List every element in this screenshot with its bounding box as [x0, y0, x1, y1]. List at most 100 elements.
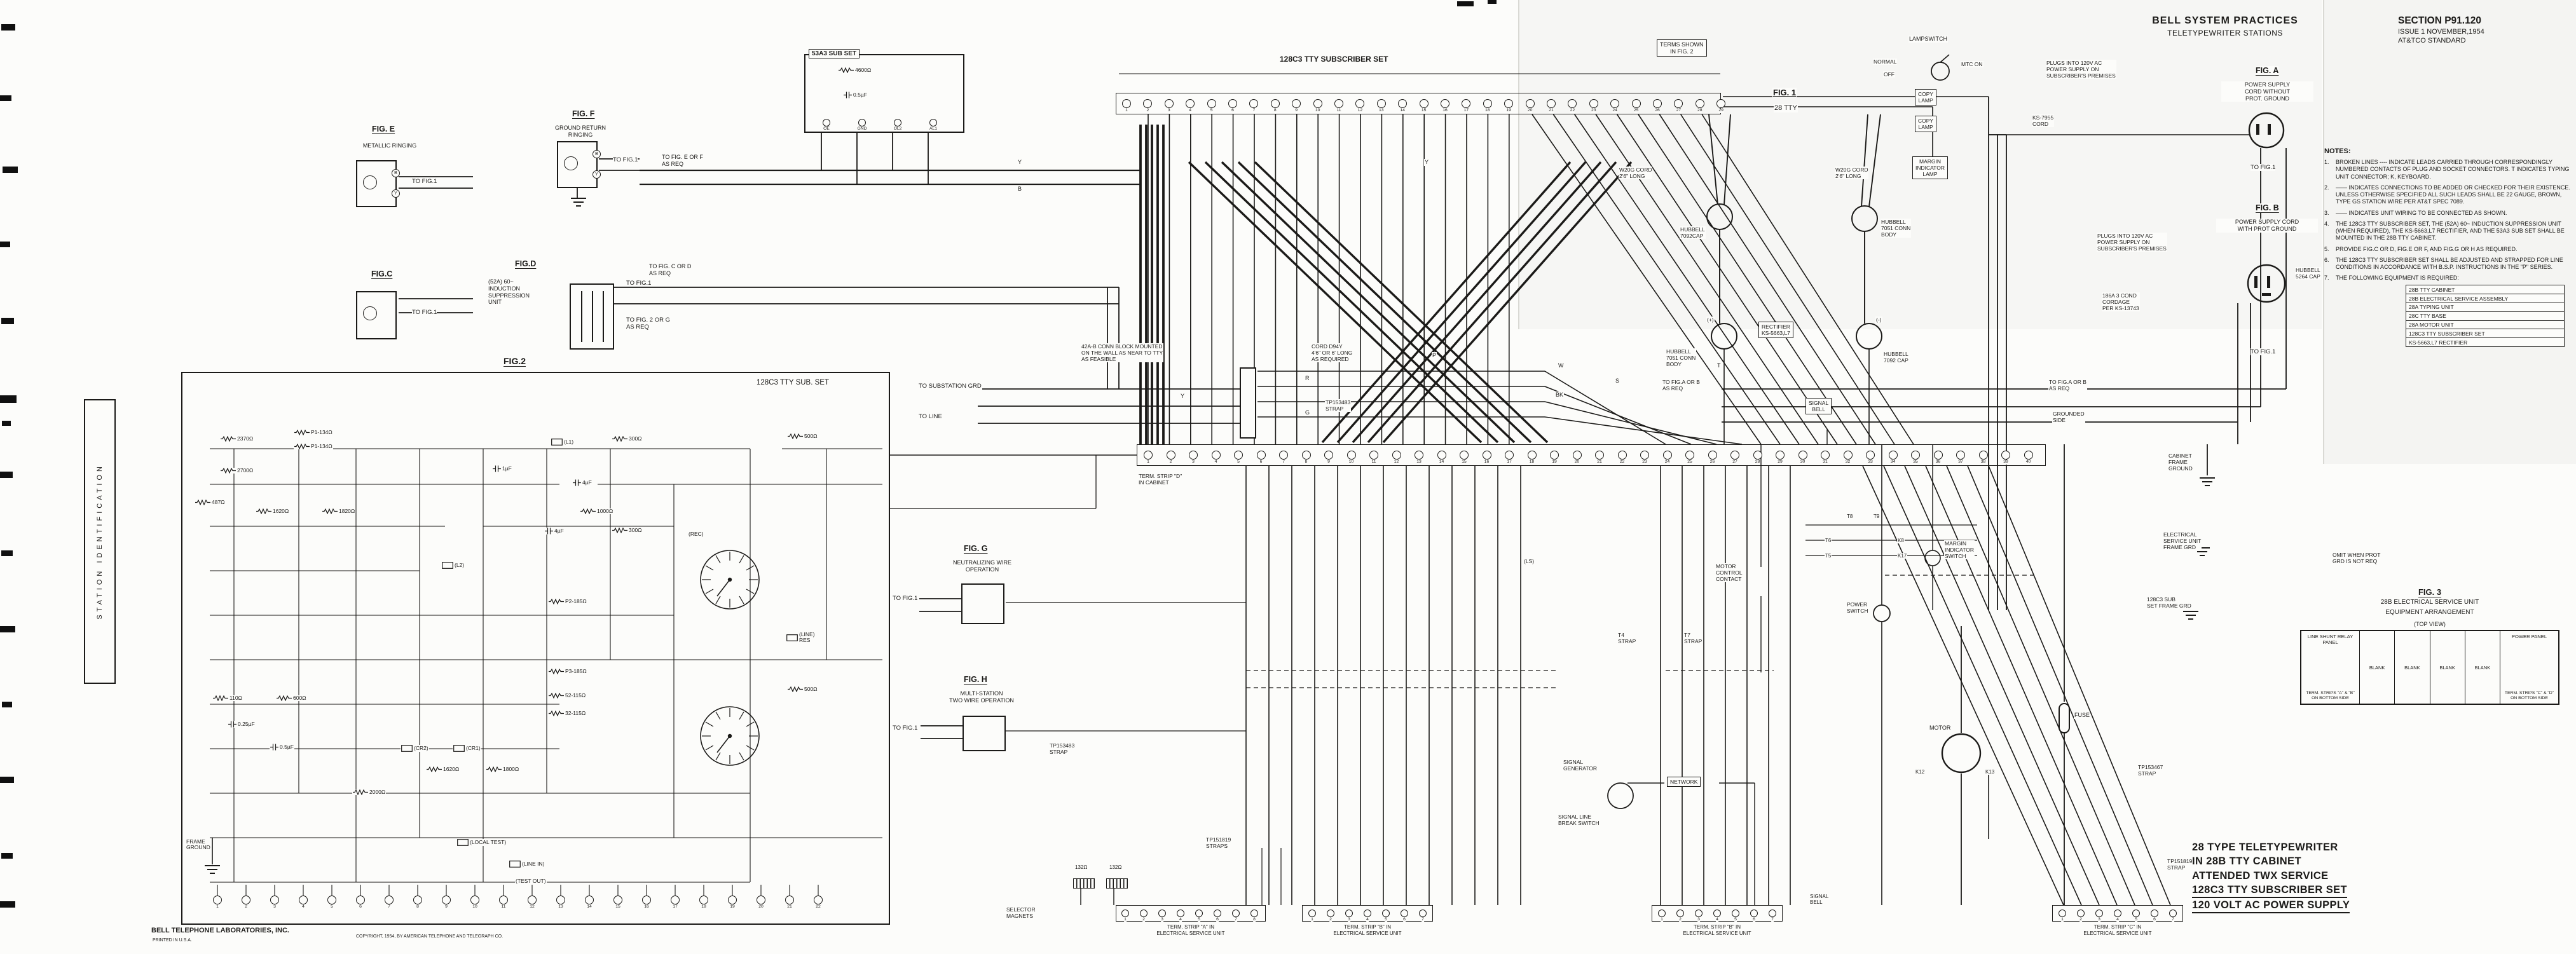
annotation-label: W	[1558, 362, 1565, 369]
terminal-label: 4	[302, 904, 305, 910]
terminal	[1483, 99, 1492, 108]
terminal-label: AL1	[929, 126, 938, 132]
component-label: 32-115Ω	[548, 710, 587, 717]
component-label: 1820Ω	[322, 508, 356, 515]
terminal	[1595, 451, 1604, 460]
figure-d-label: FIG.D	[515, 259, 537, 268]
annotation-label: T6	[1825, 538, 1832, 544]
selector-magnet-coil	[1106, 878, 1128, 889]
annotation-label: T9	[1873, 514, 1881, 520]
annotation-label: TERM. STRIP "D" IN CABINET	[1138, 473, 1183, 486]
component-label: FRAME GROUND	[186, 838, 211, 851]
figure-g-box	[961, 583, 1004, 624]
title-line: 28 TYPE TELETYPEWRITER	[2192, 842, 2338, 853]
terminal	[242, 896, 250, 904]
annotation-label: (+)	[1706, 317, 1715, 324]
terminal-label: 17	[1507, 460, 1512, 465]
terminal	[1504, 99, 1514, 108]
terminal-label: 18	[701, 904, 706, 910]
scan-artifact	[0, 395, 17, 403]
terminal	[1345, 910, 1353, 917]
terminal-label: 5	[2135, 917, 2137, 922]
terminal	[1177, 910, 1184, 917]
fig3-cell-blank: BLANK	[2430, 631, 2465, 704]
figure-e-box: B Y	[356, 160, 400, 207]
figure-f-caption: GROUND RETURN RINGING	[539, 125, 622, 139]
component-label: (L1)	[551, 439, 575, 446]
annotation-label: 42A-B CONN BLOCK MOUNTED ON THE WALL AS …	[1081, 343, 1164, 363]
terminal	[642, 896, 651, 904]
figure-3: FIG. 3 28B ELECTRICAL SERVICE UNIT EQUIP…	[2300, 587, 2559, 705]
annotation-label: TP153483 STRAP	[1325, 399, 1352, 412]
terminal-label: 19	[1506, 108, 1511, 113]
terminal-label: 7	[1252, 108, 1256, 113]
terminal-label: 3	[1697, 917, 1700, 922]
fig3-cell-title: LINE SHUNT RELAY PANEL	[2307, 634, 2353, 646]
terminal	[1398, 99, 1408, 108]
terminal-label: 2	[245, 904, 247, 910]
ringer-icon	[363, 175, 377, 189]
terminal-label: 18	[1529, 460, 1535, 465]
note-item: 4.THE 128C3 TTY SUBSCRIBER SET, THE (52A…	[2324, 220, 2565, 242]
capacitor-icon	[545, 528, 553, 535]
terminal	[1695, 99, 1704, 108]
terminal-label: 12	[1357, 108, 1363, 113]
terminal	[1415, 451, 1423, 460]
resistor-icon	[353, 789, 368, 796]
resistor-icon	[221, 468, 236, 474]
annotation-label: T	[1716, 362, 1722, 369]
annotation-label: K13	[1985, 769, 1996, 775]
component-label: 0.5µF	[843, 92, 868, 99]
terminal-label: 5	[1198, 917, 1200, 922]
annotation-label: ELECTRICAL SERVICE UNIT FRAME GRD	[2163, 531, 2202, 551]
terminal-label: 4	[2116, 917, 2119, 922]
terminal	[1933, 451, 1943, 460]
component-label: 4µF	[572, 479, 593, 486]
resistor-icon	[294, 444, 310, 450]
figure-f-to-label: TO FIG.1	[613, 156, 638, 163]
terminal	[2024, 451, 2033, 460]
terminal	[1376, 99, 1386, 108]
terminal	[814, 896, 823, 904]
terminal	[1195, 910, 1203, 917]
terminal-label: 11	[1371, 460, 1376, 465]
figure-e-to-label: TO FIG.1	[412, 178, 437, 185]
terminal	[1821, 451, 1830, 460]
terminal	[2059, 910, 2066, 917]
terminal-label: 1	[1311, 917, 1313, 922]
terminal	[1550, 451, 1559, 460]
terminal	[894, 119, 901, 126]
terminal	[1158, 910, 1166, 917]
terminal-label: 39	[2003, 460, 2008, 465]
note-item: 2.—— INDICATES CONNECTIONS TO BE ADDED O…	[2324, 184, 2570, 205]
terminal-label: 14	[1400, 108, 1405, 113]
component-label: 4600Ω	[838, 67, 872, 74]
resistor-icon	[221, 436, 236, 442]
terminal	[699, 896, 708, 904]
terminal	[1143, 99, 1153, 108]
annotation-label: RECTIFIER KS-5663,L7	[1758, 322, 1793, 339]
terminal	[1382, 910, 1390, 917]
term-strip-b2-caption: TERM. STRIP "B" IN ELECTRICAL SERVICE UN…	[1652, 924, 1783, 937]
annotation-label: W20G CORD 2'6" LONG	[1835, 167, 1869, 180]
figure-h-to-label: TO FIG.1	[893, 725, 918, 732]
terminal	[1189, 451, 1198, 460]
terminal-label: 17	[1463, 108, 1469, 113]
capacitor-icon	[270, 744, 278, 751]
relay-icon	[442, 562, 453, 569]
annotation-label: BK	[1555, 392, 1565, 399]
component-label: (CR2)	[401, 745, 429, 752]
annotation-label: TP151819 STRAP	[2167, 858, 2193, 871]
terminal-label: 2	[1146, 108, 1149, 113]
terminal-label: 25	[1687, 460, 1692, 465]
terminal-label: 4	[1189, 108, 1192, 113]
terminal-label: 16	[1442, 108, 1448, 113]
terminal-label: 4	[1214, 460, 1217, 465]
figure-2-set-name: 128C3 TTY SUB. SET	[755, 379, 830, 386]
fig3-cell-title: POWER PANEL	[2511, 634, 2547, 639]
figure-c-to-label: TO FIG.1	[412, 309, 437, 316]
terminal	[1685, 451, 1694, 460]
terminal	[1769, 910, 1776, 917]
title-line: ATTENDED TWX SERVICE	[2192, 869, 2329, 882]
terminal	[1419, 910, 1427, 917]
